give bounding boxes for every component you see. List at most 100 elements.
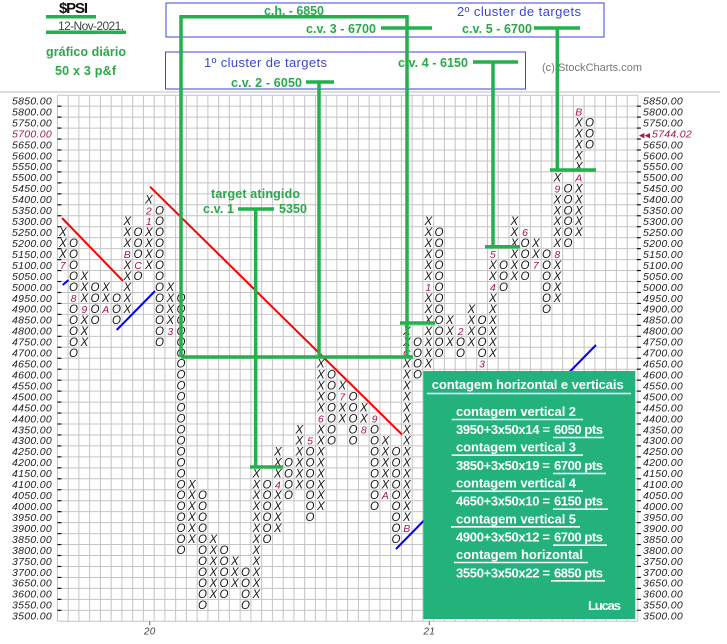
x-box: X	[402, 359, 412, 371]
o-box: O	[370, 501, 379, 513]
x-box: X	[402, 424, 412, 436]
o-box: O	[435, 260, 444, 272]
o-box: O	[370, 435, 379, 447]
o-box: O	[542, 304, 551, 316]
price-label-right: 4850.00	[643, 315, 683, 327]
o-box: O	[134, 238, 143, 250]
year-label: 21	[422, 626, 435, 637]
o-box: O	[220, 578, 229, 590]
x-box: X	[316, 446, 326, 458]
x-box: X	[509, 249, 519, 261]
price-label-right: 4400.00	[643, 413, 683, 425]
price-label-left: 4100.00	[12, 479, 52, 491]
x-box: X	[165, 293, 175, 305]
o-box: O	[413, 337, 422, 349]
count-result-cv4: 6150 pts	[554, 494, 603, 509]
o-box: O	[564, 194, 573, 206]
o-box: O	[241, 567, 250, 579]
o-box: O	[392, 512, 401, 524]
price-label-right: 4200.00	[643, 457, 683, 469]
o-box: O	[564, 183, 573, 195]
x-box: X	[251, 523, 261, 535]
x-box: X	[122, 216, 132, 228]
support-line-1	[62, 279, 70, 286]
o-box: O	[306, 501, 315, 513]
x-box: X	[359, 403, 369, 415]
cv4-label: c.v. 4 - 6150	[398, 56, 468, 70]
price-label-left: 4900.00	[12, 304, 52, 316]
count-lines	[179, 14, 596, 469]
x-box: X	[208, 534, 218, 546]
price-label-right: 5650.00	[643, 139, 683, 151]
x-box: X	[79, 271, 89, 283]
month-marker: 5	[307, 435, 313, 447]
o-box: O	[198, 501, 207, 513]
o-box: O	[177, 446, 186, 458]
x-box: X	[488, 315, 498, 327]
price-label-right: 4750.00	[643, 337, 683, 349]
x-box: X	[273, 457, 283, 469]
x-box: X	[552, 238, 562, 250]
price-label-left: 5350.00	[12, 205, 52, 217]
count-result-cv3: 6700 pts	[554, 458, 603, 473]
price-label-left: 4800.00	[12, 326, 52, 338]
x-box: X	[187, 512, 197, 524]
price-label-left: 5800.00	[12, 106, 52, 118]
price-label-right: 3800.00	[643, 545, 683, 557]
o-box: O	[263, 512, 272, 524]
x-box: X	[316, 403, 326, 415]
x-box: X	[251, 534, 261, 546]
o-box: O	[155, 216, 164, 228]
o-box: O	[499, 282, 508, 294]
price-label-right: 5350.00	[643, 205, 683, 217]
price-label-right: 4250.00	[643, 446, 683, 458]
o-box: O	[370, 479, 379, 491]
price-label-right: 4450.00	[643, 402, 683, 414]
price-label-right: 4350.00	[643, 424, 683, 436]
o-box: O	[69, 271, 78, 283]
o-box: O	[155, 249, 164, 261]
x-box: X	[402, 403, 412, 415]
x-box: X	[402, 512, 412, 524]
x-box: X	[251, 490, 261, 502]
o-box: O	[177, 479, 186, 491]
price-label-left: 5400.00	[12, 194, 52, 206]
o-box: O	[456, 348, 465, 360]
watermark: (c) StockCharts.com	[542, 62, 642, 74]
x-box: X	[574, 227, 584, 239]
o-box: O	[177, 512, 186, 524]
o-box: O	[392, 501, 401, 513]
o-box: O	[134, 271, 143, 283]
x-box: X	[187, 490, 197, 502]
o-box: O	[177, 457, 186, 469]
o-box: O	[263, 501, 272, 513]
o-box: O	[220, 589, 229, 601]
month-marker: 2	[145, 205, 152, 217]
horizontal-count-line	[179, 14, 409, 357]
o-box: O	[155, 326, 164, 338]
price-label-right: 4800.00	[643, 326, 683, 338]
price-label-right: 5100.00	[643, 260, 683, 272]
x-box: X	[251, 567, 261, 579]
price-label-right: 4550.00	[643, 380, 683, 392]
x-box: X	[423, 249, 433, 261]
x-box: X	[574, 118, 584, 130]
o-box: O	[585, 140, 594, 152]
price-label-right: 4650.00	[643, 359, 683, 371]
month-marker: 7	[533, 260, 540, 272]
price-label-right: 5150.00	[643, 249, 683, 261]
o-box: O	[306, 446, 315, 458]
